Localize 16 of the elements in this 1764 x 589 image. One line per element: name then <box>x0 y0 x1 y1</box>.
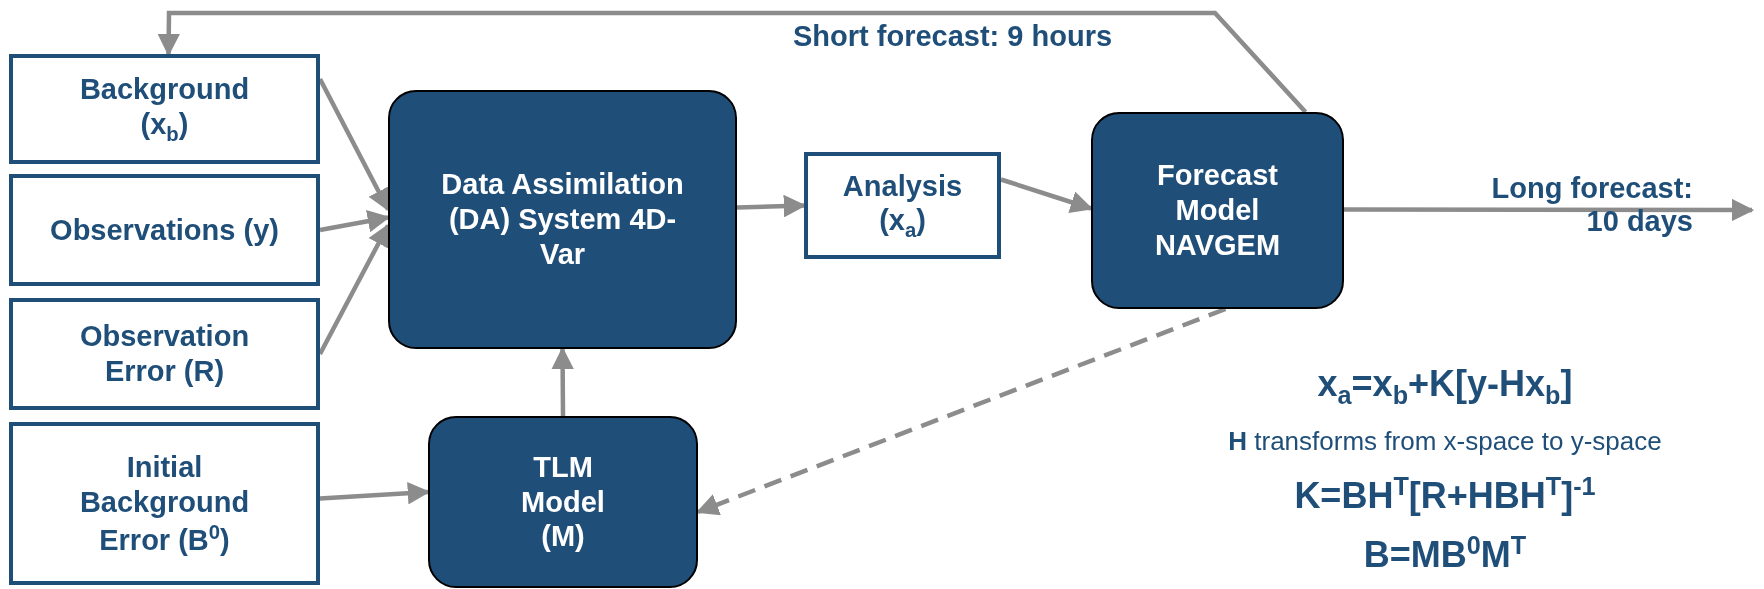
input-box: Observations (y) <box>9 174 320 286</box>
arrow <box>551 346 574 416</box>
input-box: Background (x$_{b}$) <box>9 54 320 164</box>
equation: K=BH$^{T}$[R+HBH$^{T}$]$^{-1}$ <box>1293 471 1597 517</box>
arrow <box>157 10 1308 114</box>
equation: x$_{a}$=x$_{b}$+K[y-Hx$_{b}$] <box>1316 362 1574 410</box>
arrow <box>1344 198 1755 222</box>
edge-label: Long forecast: 10 days <box>1490 172 1693 239</box>
input-box: Observation Error (R) <box>9 298 320 410</box>
equation: B=MB$^{0}$M$^{T}$ <box>1362 530 1528 576</box>
input-box: Analysis (x$_{a}$) <box>804 152 1001 259</box>
process-box: Forecast Model NAVGEM <box>1091 112 1344 309</box>
process-box: Data Assimilation (DA) System 4D-Var <box>388 90 737 349</box>
note: H transforms from x-space to y-space <box>1227 425 1663 457</box>
input-box: Initial Background Error (B$^{0}$) <box>9 422 320 585</box>
process-box: TLM Model (M) <box>428 416 698 588</box>
